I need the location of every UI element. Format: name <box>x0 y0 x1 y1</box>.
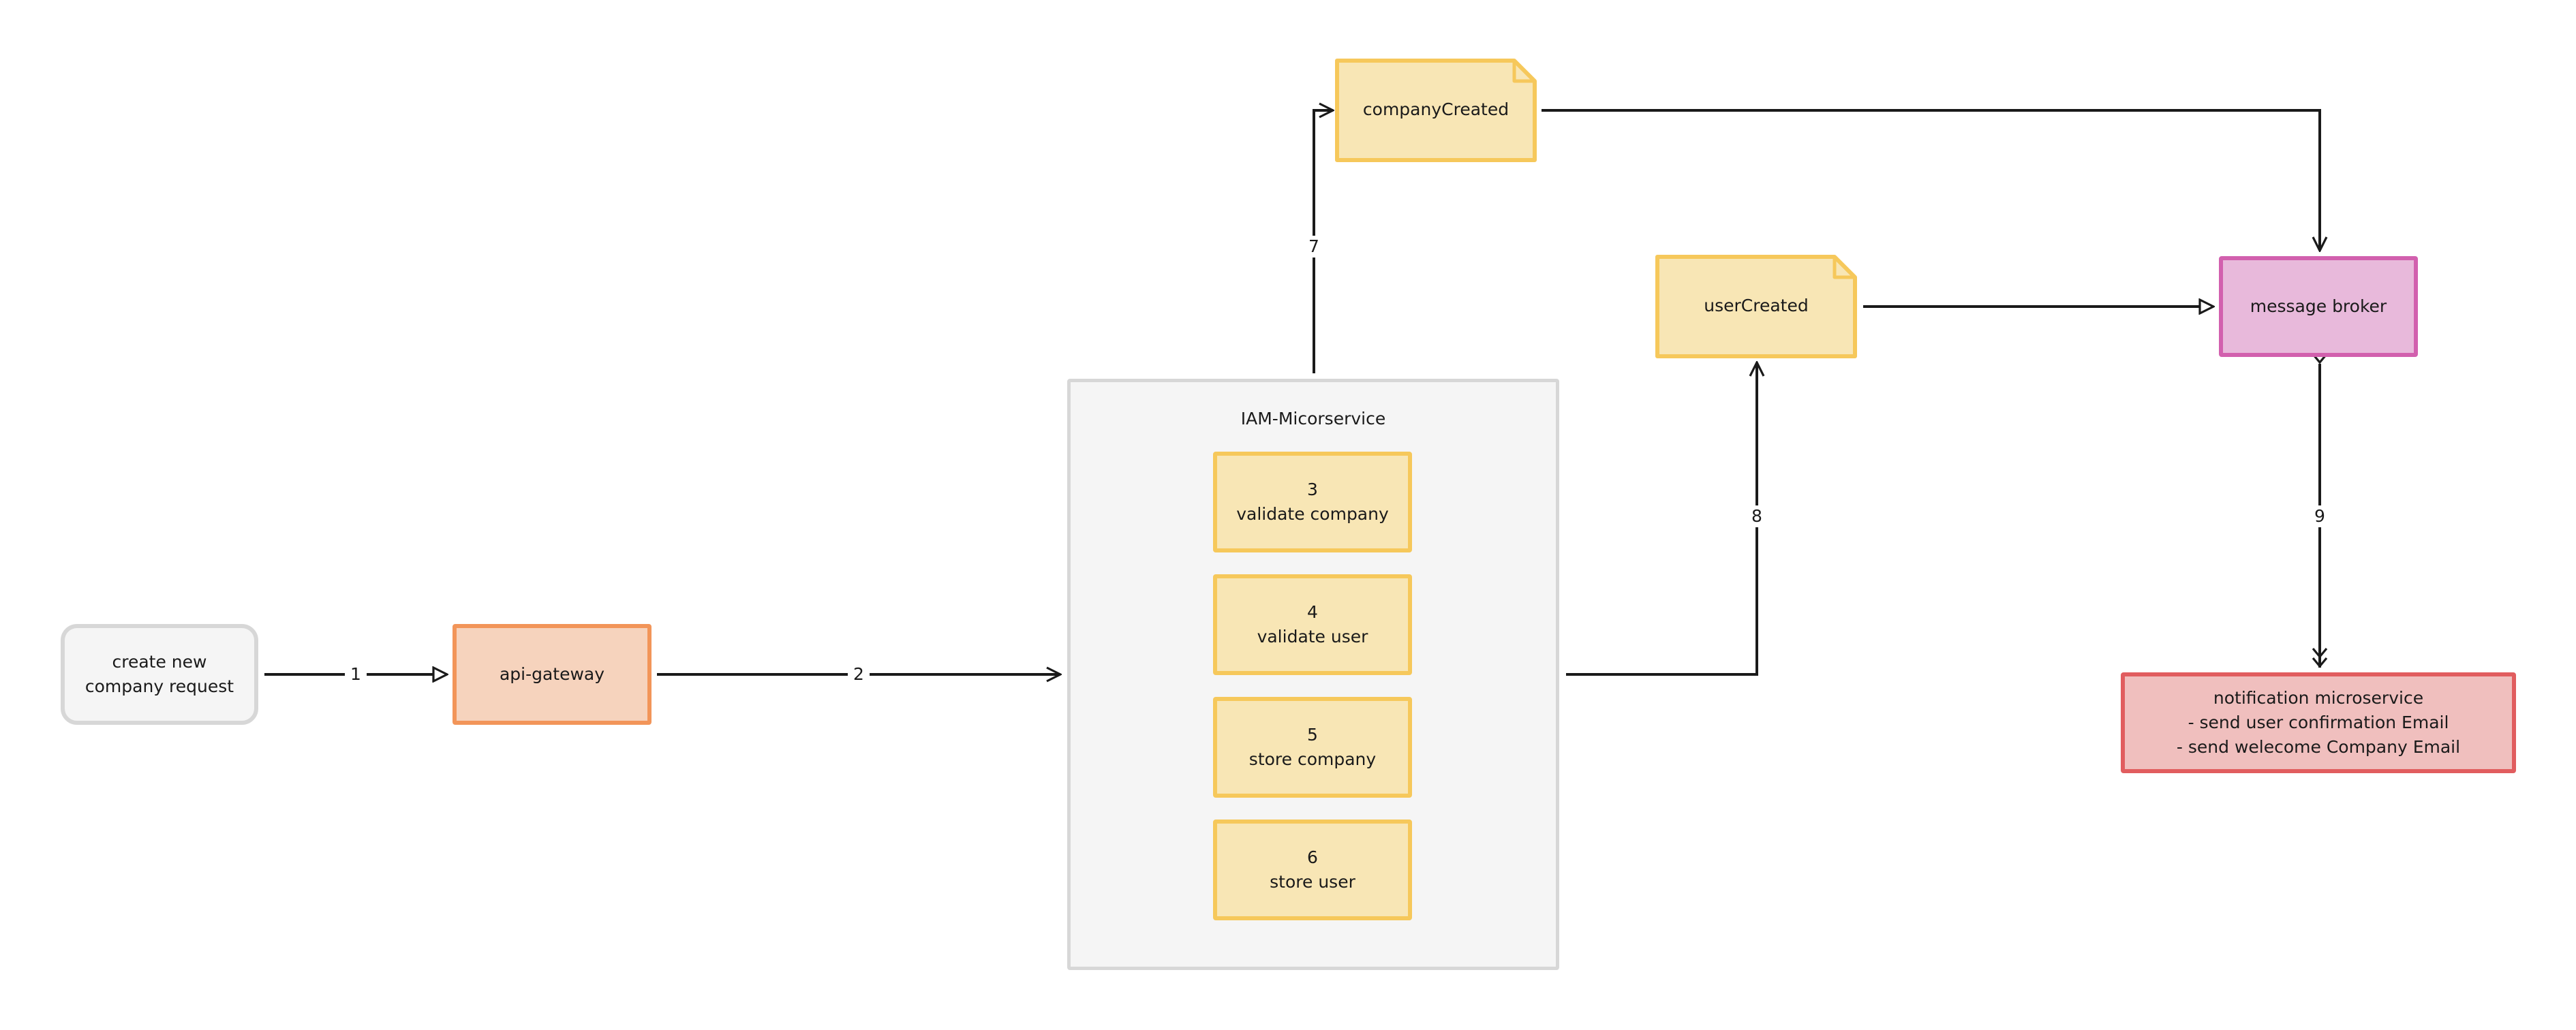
edge-7-label: 7 <box>1303 236 1325 258</box>
step-label: validate company <box>1236 504 1389 524</box>
step-number: 5 <box>1307 725 1318 745</box>
edge-9-label: 9 <box>2309 505 2331 527</box>
step-label: store company <box>1248 749 1377 769</box>
user-created-note-shape <box>1655 255 1857 358</box>
user-created-label: userCreated <box>1704 296 1808 315</box>
company-created-fold <box>1512 61 1535 83</box>
step-validate-company[interactable]: 3 validate company <box>1213 452 1412 552</box>
edge-7-line <box>1313 110 1333 373</box>
step-label: validate user <box>1257 627 1368 646</box>
notification-line-1: notification microservice <box>2213 688 2424 708</box>
step-number: 6 <box>1307 847 1318 867</box>
step-store-company[interactable]: 5 store company <box>1213 697 1412 798</box>
user-created-fold <box>1833 257 1855 279</box>
step-number: 4 <box>1307 602 1318 622</box>
iam-microservice-title: IAM-Micorservice <box>1240 409 1386 428</box>
message-broker-label: message broker <box>2250 296 2387 316</box>
step-number: 3 <box>1307 480 1318 499</box>
request-line-2: company request <box>85 676 234 696</box>
notification-line-2: - send user confirmation Email <box>2188 713 2449 732</box>
api-gateway-label: api-gateway <box>499 664 605 684</box>
edge-2-label: 2 <box>848 664 870 685</box>
notification-line-3: - send welecome Company Email <box>2176 737 2461 757</box>
request-line-1: create new <box>112 652 207 672</box>
api-gateway-node[interactable]: api-gateway <box>453 624 651 725</box>
step-label: store user <box>1270 872 1355 892</box>
edge-company-to-broker-line <box>1542 109 2320 251</box>
edge-8-label: 8 <box>1746 505 1768 527</box>
request-node[interactable]: create new company request <box>61 624 258 725</box>
notification-microservice-node[interactable]: notification microservice - send user co… <box>2121 672 2516 773</box>
edge-1-label: 1 <box>345 664 367 685</box>
edge-8-line <box>1566 362 1757 676</box>
step-store-user[interactable]: 6 store user <box>1213 820 1412 920</box>
company-created-label: companyCreated <box>1363 99 1509 119</box>
company-created-note-shape <box>1335 59 1537 162</box>
step-validate-user[interactable]: 4 validate user <box>1213 574 1412 675</box>
message-broker-node[interactable]: message broker <box>2219 256 2418 357</box>
